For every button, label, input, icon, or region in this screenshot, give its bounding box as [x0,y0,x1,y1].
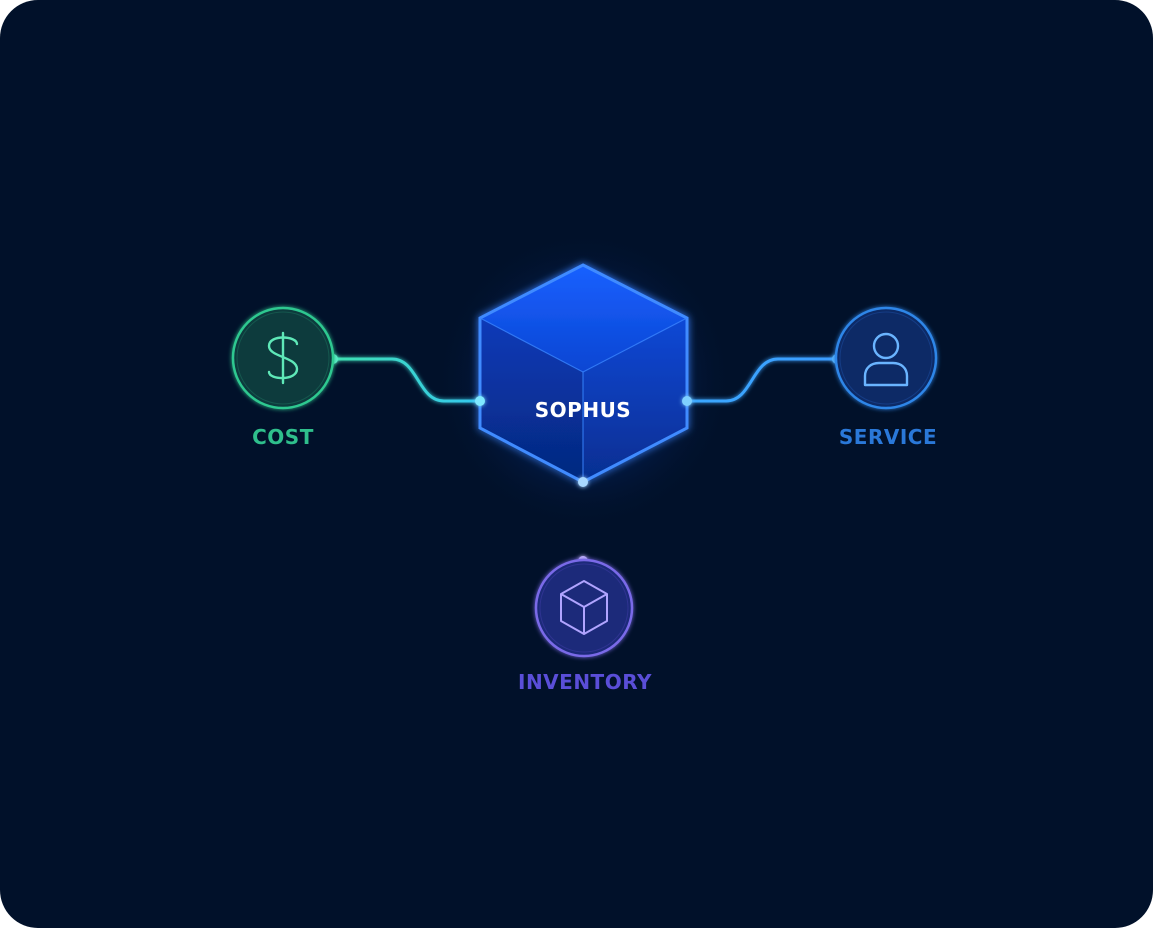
box-icon [560,580,608,635]
inventory-label: INVENTORY [518,670,652,694]
service-node-ring [839,311,933,405]
inventory-node[interactable] [534,558,634,658]
cost-node[interactable] [231,306,335,410]
user-icon [863,332,909,387]
cost-connector [333,357,480,403]
hub-bottom-dot [578,477,588,487]
service-label: SERVICE [839,425,937,449]
cost-label: COST [252,425,314,449]
service-connector [687,357,837,403]
hub-right-dot [682,396,692,406]
cost-node-ring [236,311,330,405]
service-node[interactable] [834,306,938,410]
hub-label: SOPHUS [535,398,631,422]
dollar-icon [267,331,299,385]
hub-left-dot [475,396,485,406]
sophus-hub[interactable] [478,263,689,484]
inventory-node-ring [539,563,629,653]
